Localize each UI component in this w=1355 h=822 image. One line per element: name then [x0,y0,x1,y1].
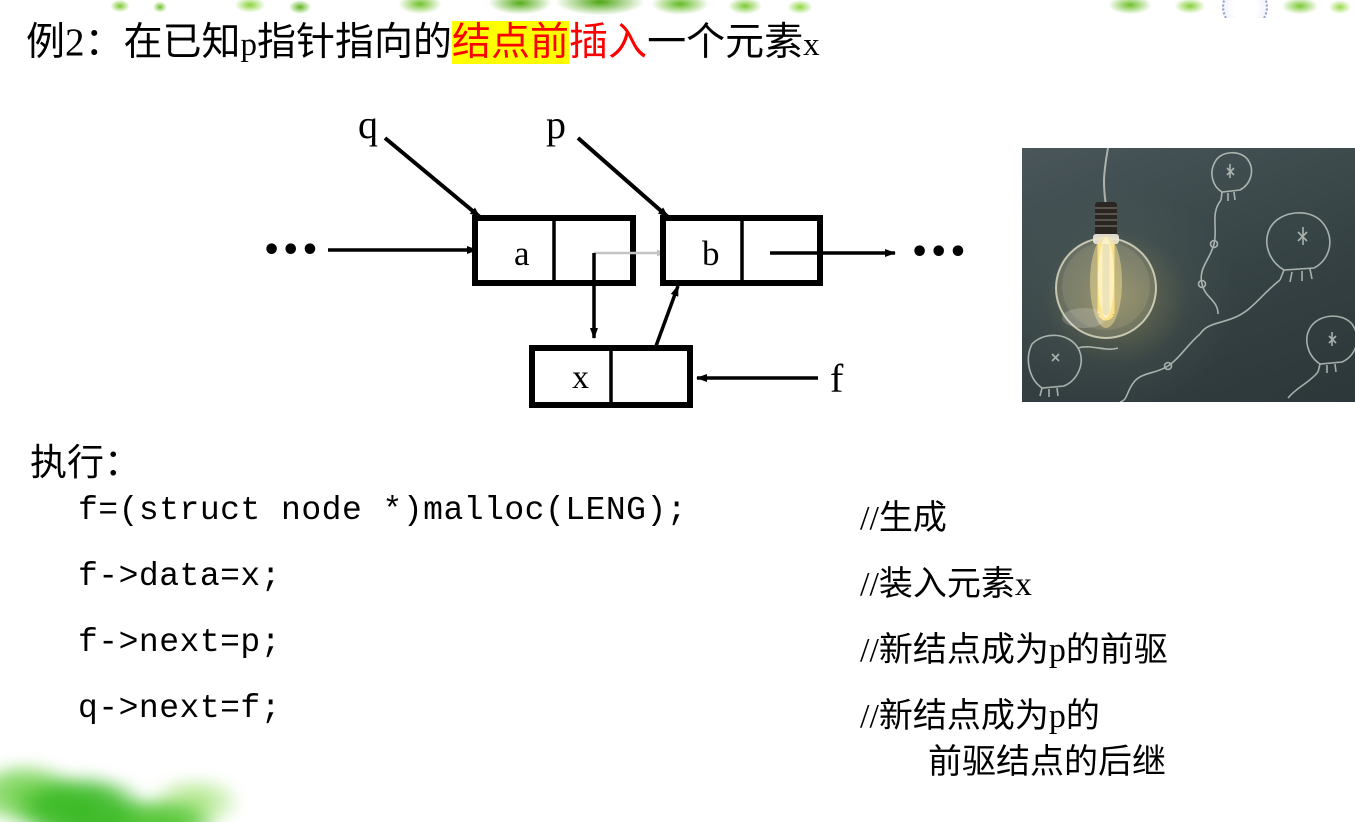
node-b-data: b [702,234,720,273]
top-decoration-band [0,0,1355,18]
exec-label: 执行： [30,443,141,484]
code-row: q->next=f; //新结点成为p的 前驱结点的后继 [78,690,1348,781]
code-row: f->data=x; //装入元素x [78,558,1348,624]
seal-watermark-icon [1222,0,1268,18]
title-part-0: 例2：在已知 [26,21,241,64]
pointer-label-p: p [546,102,566,147]
code-statement: f->next=p; [78,624,282,661]
pointer-arrow-p [576,136,670,219]
bulb-base-icon [1093,202,1119,244]
code-block: f=(struct node *)malloc(LENG); //生成 f->d… [78,492,1348,781]
ellipsis-left: ••• [262,233,320,268]
code-statement: q->next=f; [78,690,282,727]
page-title: 例2：在已知p指针指向的结点前插入一个元素x [26,20,820,66]
code-comment: //装入元素x [860,566,1032,603]
title-part-5: 一个元素 [647,21,804,64]
pointer-label-q: q [358,102,378,147]
pointer-label-f: f [830,356,844,401]
code-comment-continuation: 前驱结点的后继 [928,744,1166,781]
lightbulb-photo [1022,148,1355,402]
title-highlight: 结点前 [452,21,570,64]
pointer-arrow-q [383,136,482,219]
bulb-glass-icon [1055,236,1157,339]
code-statement: f=(struct node *)malloc(LENG); [78,492,688,529]
title-part-1: p [240,27,258,63]
node-a-data: a [514,234,530,273]
linked-list-diagram: q p ••• a b ••• [0,90,1010,430]
code-row: f->next=p; //新结点成为p的前驱 [78,624,1348,690]
code-statement: f->data=x; [78,558,282,595]
title-emphasis: 插入 [569,21,648,64]
node-x-data: x [572,359,589,396]
ellipsis-right: ••• [910,235,968,270]
code-comment: //新结点成为p的 [860,698,1100,735]
grass-texture-icon [0,0,1355,18]
code-comment: //生成 [860,500,947,537]
code-row: f=(struct node *)malloc(LENG); //生成 [78,492,1348,558]
title-part-6: x [803,27,820,63]
code-comment: //新结点成为p的前驱 [860,632,1168,669]
title-part-2: 指针指向的 [257,21,453,64]
